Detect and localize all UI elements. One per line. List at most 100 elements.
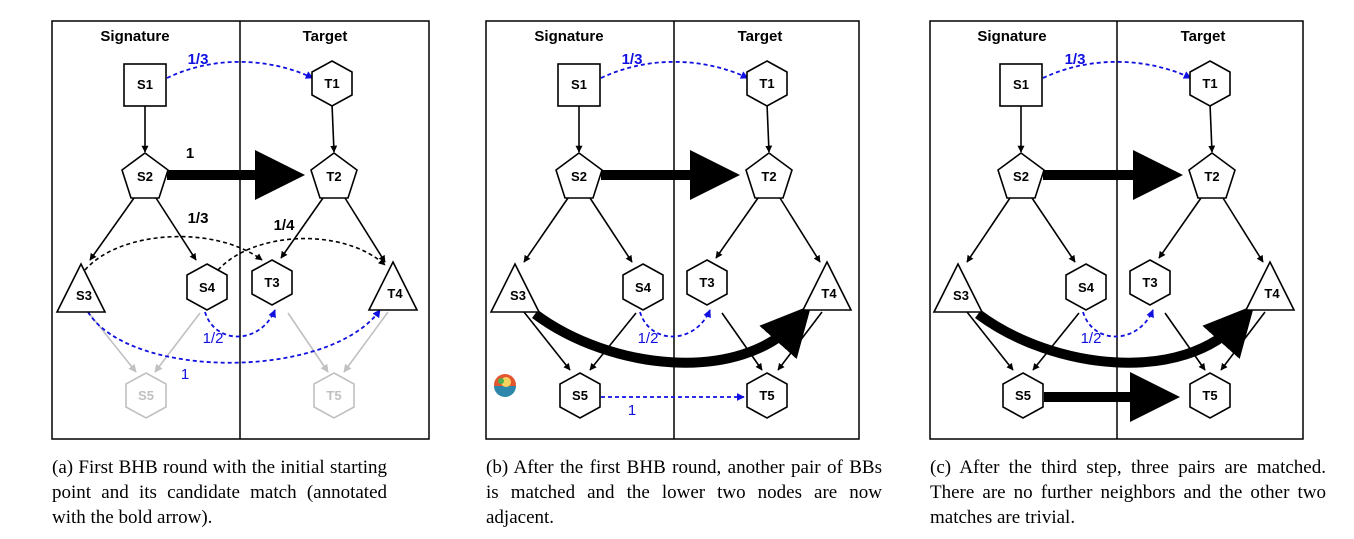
node-s2 xyxy=(997,152,1045,199)
node-t3 xyxy=(251,259,293,306)
target-header: Target xyxy=(738,28,783,45)
caption-c: (c) After the third step, three pairs ar… xyxy=(930,455,1326,530)
edge-t4-t5 xyxy=(1220,311,1266,371)
edge-t3-t5 xyxy=(287,312,329,373)
match-s3-t4-bold xyxy=(532,305,812,368)
caption-a-text: (a) First BHB round with the initial sta… xyxy=(52,457,387,528)
node-s4-label: S4 xyxy=(199,280,216,295)
node-s4-label: S4 xyxy=(1078,280,1095,295)
node-s5-label: S5 xyxy=(572,388,588,403)
label-s1t1: 1/3 xyxy=(622,51,643,68)
node-t1-label: T1 xyxy=(324,76,339,91)
node-s1 xyxy=(999,63,1043,107)
node-s3 xyxy=(489,262,541,313)
node-s4-label: S4 xyxy=(635,280,652,295)
node-t1-label: T1 xyxy=(759,76,774,91)
edge-s4-s5 xyxy=(154,312,201,373)
edge-s2-s3 xyxy=(966,197,1011,263)
node-t5 xyxy=(746,372,788,419)
node-t3-label: T3 xyxy=(699,275,714,290)
logo-icon xyxy=(494,374,516,397)
edge-t3-t5 xyxy=(721,312,763,371)
panel-frame xyxy=(485,20,860,440)
node-s5-label: S5 xyxy=(1015,388,1031,403)
node-t5 xyxy=(313,372,355,419)
node-t2-label: T2 xyxy=(326,169,341,184)
edge-t1-t2 xyxy=(765,103,773,153)
node-s5 xyxy=(1002,372,1044,419)
node-t5-label: T5 xyxy=(326,388,341,403)
node-t1 xyxy=(1189,60,1231,107)
node-s4 xyxy=(1065,263,1107,311)
node-t1 xyxy=(746,60,788,107)
match-s4-t3 xyxy=(639,309,711,338)
caption-b-text: (b) After the first BHB round, another p… xyxy=(486,457,882,528)
node-t1-label: T1 xyxy=(1202,76,1217,91)
node-s5-label: S5 xyxy=(138,388,154,403)
node-s1 xyxy=(557,63,601,107)
edge-t1-t2 xyxy=(1208,103,1216,153)
edge-t2-t3 xyxy=(280,197,324,259)
node-t2 xyxy=(1188,152,1236,199)
edge-t2-t3 xyxy=(1158,197,1202,259)
label-s4t3: 1/2 xyxy=(638,330,659,347)
edge-t3-t5 xyxy=(1164,312,1206,371)
node-s2-label: S2 xyxy=(1013,169,1029,184)
signature-header: Signature xyxy=(534,28,603,45)
label-s5t5: 1 xyxy=(628,402,636,419)
node-t2 xyxy=(745,152,793,199)
node-t2-label: T2 xyxy=(1204,169,1219,184)
edge-t1-t2 xyxy=(330,103,338,153)
node-s2-label: S2 xyxy=(137,169,153,184)
node-t4-label: T4 xyxy=(821,286,837,301)
match-s3-t4 xyxy=(87,309,381,364)
node-t5-label: T5 xyxy=(1202,388,1217,403)
edge-s3-s5 xyxy=(87,311,137,373)
edge-t2-t4 xyxy=(344,197,386,263)
label-s1t1: 1/3 xyxy=(188,51,209,68)
caption-c-text: (c) After the third step, three pairs ar… xyxy=(930,457,1326,528)
match-s4-t3 xyxy=(204,309,276,338)
edge-t2-t4 xyxy=(779,197,821,263)
node-t4 xyxy=(367,260,419,311)
signature-header: Signature xyxy=(100,28,169,45)
node-s5 xyxy=(125,372,167,419)
edge-s4-s5 xyxy=(589,312,637,371)
label-s2t2: 1 xyxy=(186,145,194,162)
node-t5 xyxy=(1189,372,1231,419)
edge-t4-t5 xyxy=(343,311,389,373)
edge-s2-s3 xyxy=(89,197,135,261)
node-t3 xyxy=(686,259,728,306)
node-t3-label: T3 xyxy=(1142,275,1157,290)
node-s5 xyxy=(559,372,601,419)
node-t4-label: T4 xyxy=(387,286,403,301)
node-s1-label: S1 xyxy=(1013,77,1029,92)
node-s3-label: S3 xyxy=(953,288,969,303)
panel-c: Signature Target 1/3 1/2 S1 T1 S2 T2 S3 … xyxy=(929,20,1304,440)
node-t1 xyxy=(311,60,353,107)
node-s1-label: S1 xyxy=(571,77,587,92)
edge-s3-s5 xyxy=(966,311,1014,371)
node-s3 xyxy=(55,262,107,313)
match-s4-t3 xyxy=(1082,309,1154,338)
edge-t2-t4 xyxy=(1222,197,1264,263)
match-s4-t4 xyxy=(217,237,386,271)
edge-s2-s4 xyxy=(589,197,633,263)
caption-a: (a) First BHB round with the initial sta… xyxy=(52,455,387,530)
label-s4t3: 1/2 xyxy=(1081,330,1102,347)
label-s1t1: 1/3 xyxy=(1065,51,1086,68)
caption-b: (b) After the first BHB round, another p… xyxy=(486,455,882,530)
label-s4t3: 1/2 xyxy=(203,330,224,347)
label-s4t4: 1/4 xyxy=(274,217,296,234)
match-s1-t1 xyxy=(600,60,749,79)
signature-header: Signature xyxy=(977,28,1046,45)
node-t2-label: T2 xyxy=(761,169,776,184)
node-t4-label: T4 xyxy=(1264,286,1280,301)
edge-t4-t5 xyxy=(777,311,823,371)
panel-b: Signature Target 1/3 1/2 1 S1 T1 S2 T2 S… xyxy=(485,20,860,440)
node-s4 xyxy=(622,263,664,311)
node-s3-label: S3 xyxy=(510,288,526,303)
node-s1 xyxy=(123,63,167,107)
edge-s4-s5 xyxy=(1032,312,1080,371)
edge-s2-s4 xyxy=(155,197,197,261)
